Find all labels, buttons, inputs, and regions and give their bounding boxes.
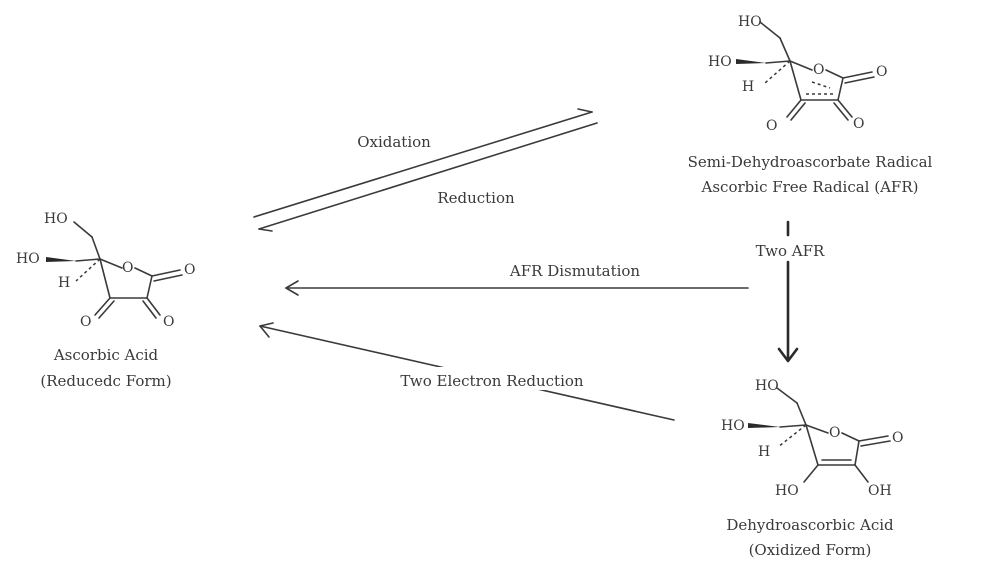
atom-label: O	[829, 425, 840, 441]
dehydroascorbic-acid-structure: HO HO H O O HO OH	[721, 378, 903, 499]
atom-label: HO	[721, 418, 745, 434]
oxidation-arrow	[253, 108, 593, 218]
bond	[153, 274, 183, 282]
atom-label: O	[80, 314, 91, 330]
atom-label: HO	[755, 378, 779, 394]
bond	[786, 99, 802, 118]
bond	[790, 102, 806, 121]
atom-label: O	[122, 260, 133, 276]
bond	[837, 99, 853, 118]
atom-label: O	[892, 430, 903, 446]
bond	[91, 236, 101, 260]
bond	[841, 432, 860, 442]
atom-label: O	[766, 118, 777, 134]
bond	[759, 21, 781, 39]
oxidation-label: Oxidation	[357, 133, 431, 151]
atom-label: H	[758, 444, 770, 460]
two-afr-label: Two AFR	[756, 242, 825, 260]
bond	[854, 440, 860, 466]
afr-name: Semi-Dehydroascorbate Radical	[688, 153, 933, 171]
bond	[825, 69, 844, 79]
bond	[854, 464, 869, 483]
bond	[803, 464, 819, 483]
hashed-bond	[75, 258, 101, 282]
atom-label: H	[742, 79, 754, 95]
dehydroascorbic-acid-name: Dehydroascorbic Acid	[726, 516, 894, 534]
atom-label: O	[876, 64, 887, 80]
bond	[842, 71, 873, 79]
atom-label: HO	[16, 251, 40, 267]
hashed-bond	[811, 81, 831, 89]
bond	[805, 424, 819, 466]
atom-label: H	[58, 275, 70, 291]
hashed-bond	[777, 424, 807, 448]
reduction-label: Reduction	[437, 189, 515, 207]
bond	[805, 424, 829, 434]
wedge-bond	[748, 423, 780, 428]
label-background	[404, 367, 580, 390]
bond	[779, 424, 807, 428]
reduction-arrow	[258, 122, 598, 232]
atom-label: O	[163, 314, 174, 330]
afr-dismutation-label: AFR Dismutation	[509, 262, 641, 280]
atom-label: HO	[738, 14, 762, 30]
bond	[837, 77, 844, 101]
wedge-bond	[46, 257, 76, 262]
bond	[789, 60, 802, 101]
atom-label: HO	[775, 483, 799, 499]
atom-label: OH	[868, 483, 892, 499]
hashed-bond	[764, 60, 791, 84]
bond	[860, 440, 891, 447]
afr-dismutation-arrow	[285, 280, 749, 296]
bond	[844, 76, 875, 84]
bond	[765, 60, 791, 64]
two-electron-reduction-label: Two Electron Reduction	[400, 372, 583, 390]
atom-label: HO	[44, 211, 68, 227]
bond	[75, 258, 101, 262]
atom-label: O	[813, 62, 824, 78]
atom-label: HO	[708, 54, 732, 70]
bond	[151, 269, 181, 277]
ascorbic-acid-form: (Reducedc Form)	[40, 372, 171, 390]
ascorbic-acid-structure: HO HO H O O O O	[16, 211, 195, 330]
bond	[146, 275, 153, 299]
afr-full-name: Ascorbic Free Radical (AFR)	[701, 178, 919, 196]
bond	[779, 37, 791, 62]
bond	[99, 258, 123, 269]
bond	[789, 60, 813, 71]
bond	[776, 387, 798, 404]
bond	[98, 300, 115, 319]
bond	[73, 221, 93, 238]
wedge-bond	[736, 59, 766, 64]
ascorbic-acid-name: Ascorbic Acid	[53, 346, 159, 364]
dehydroascorbic-acid-form: (Oxidized Form)	[749, 541, 872, 559]
bond	[99, 258, 111, 299]
bond	[833, 102, 849, 121]
two-afr-arrow	[777, 220, 799, 363]
atom-label: O	[184, 262, 195, 278]
bond	[134, 267, 153, 277]
bond	[796, 402, 807, 426]
bond	[146, 297, 161, 316]
afr-radical-structure: HO HO H O O O O	[708, 14, 887, 134]
bond	[858, 435, 889, 442]
atom-label: O	[853, 116, 864, 132]
bond	[94, 297, 111, 316]
bond	[142, 300, 157, 319]
